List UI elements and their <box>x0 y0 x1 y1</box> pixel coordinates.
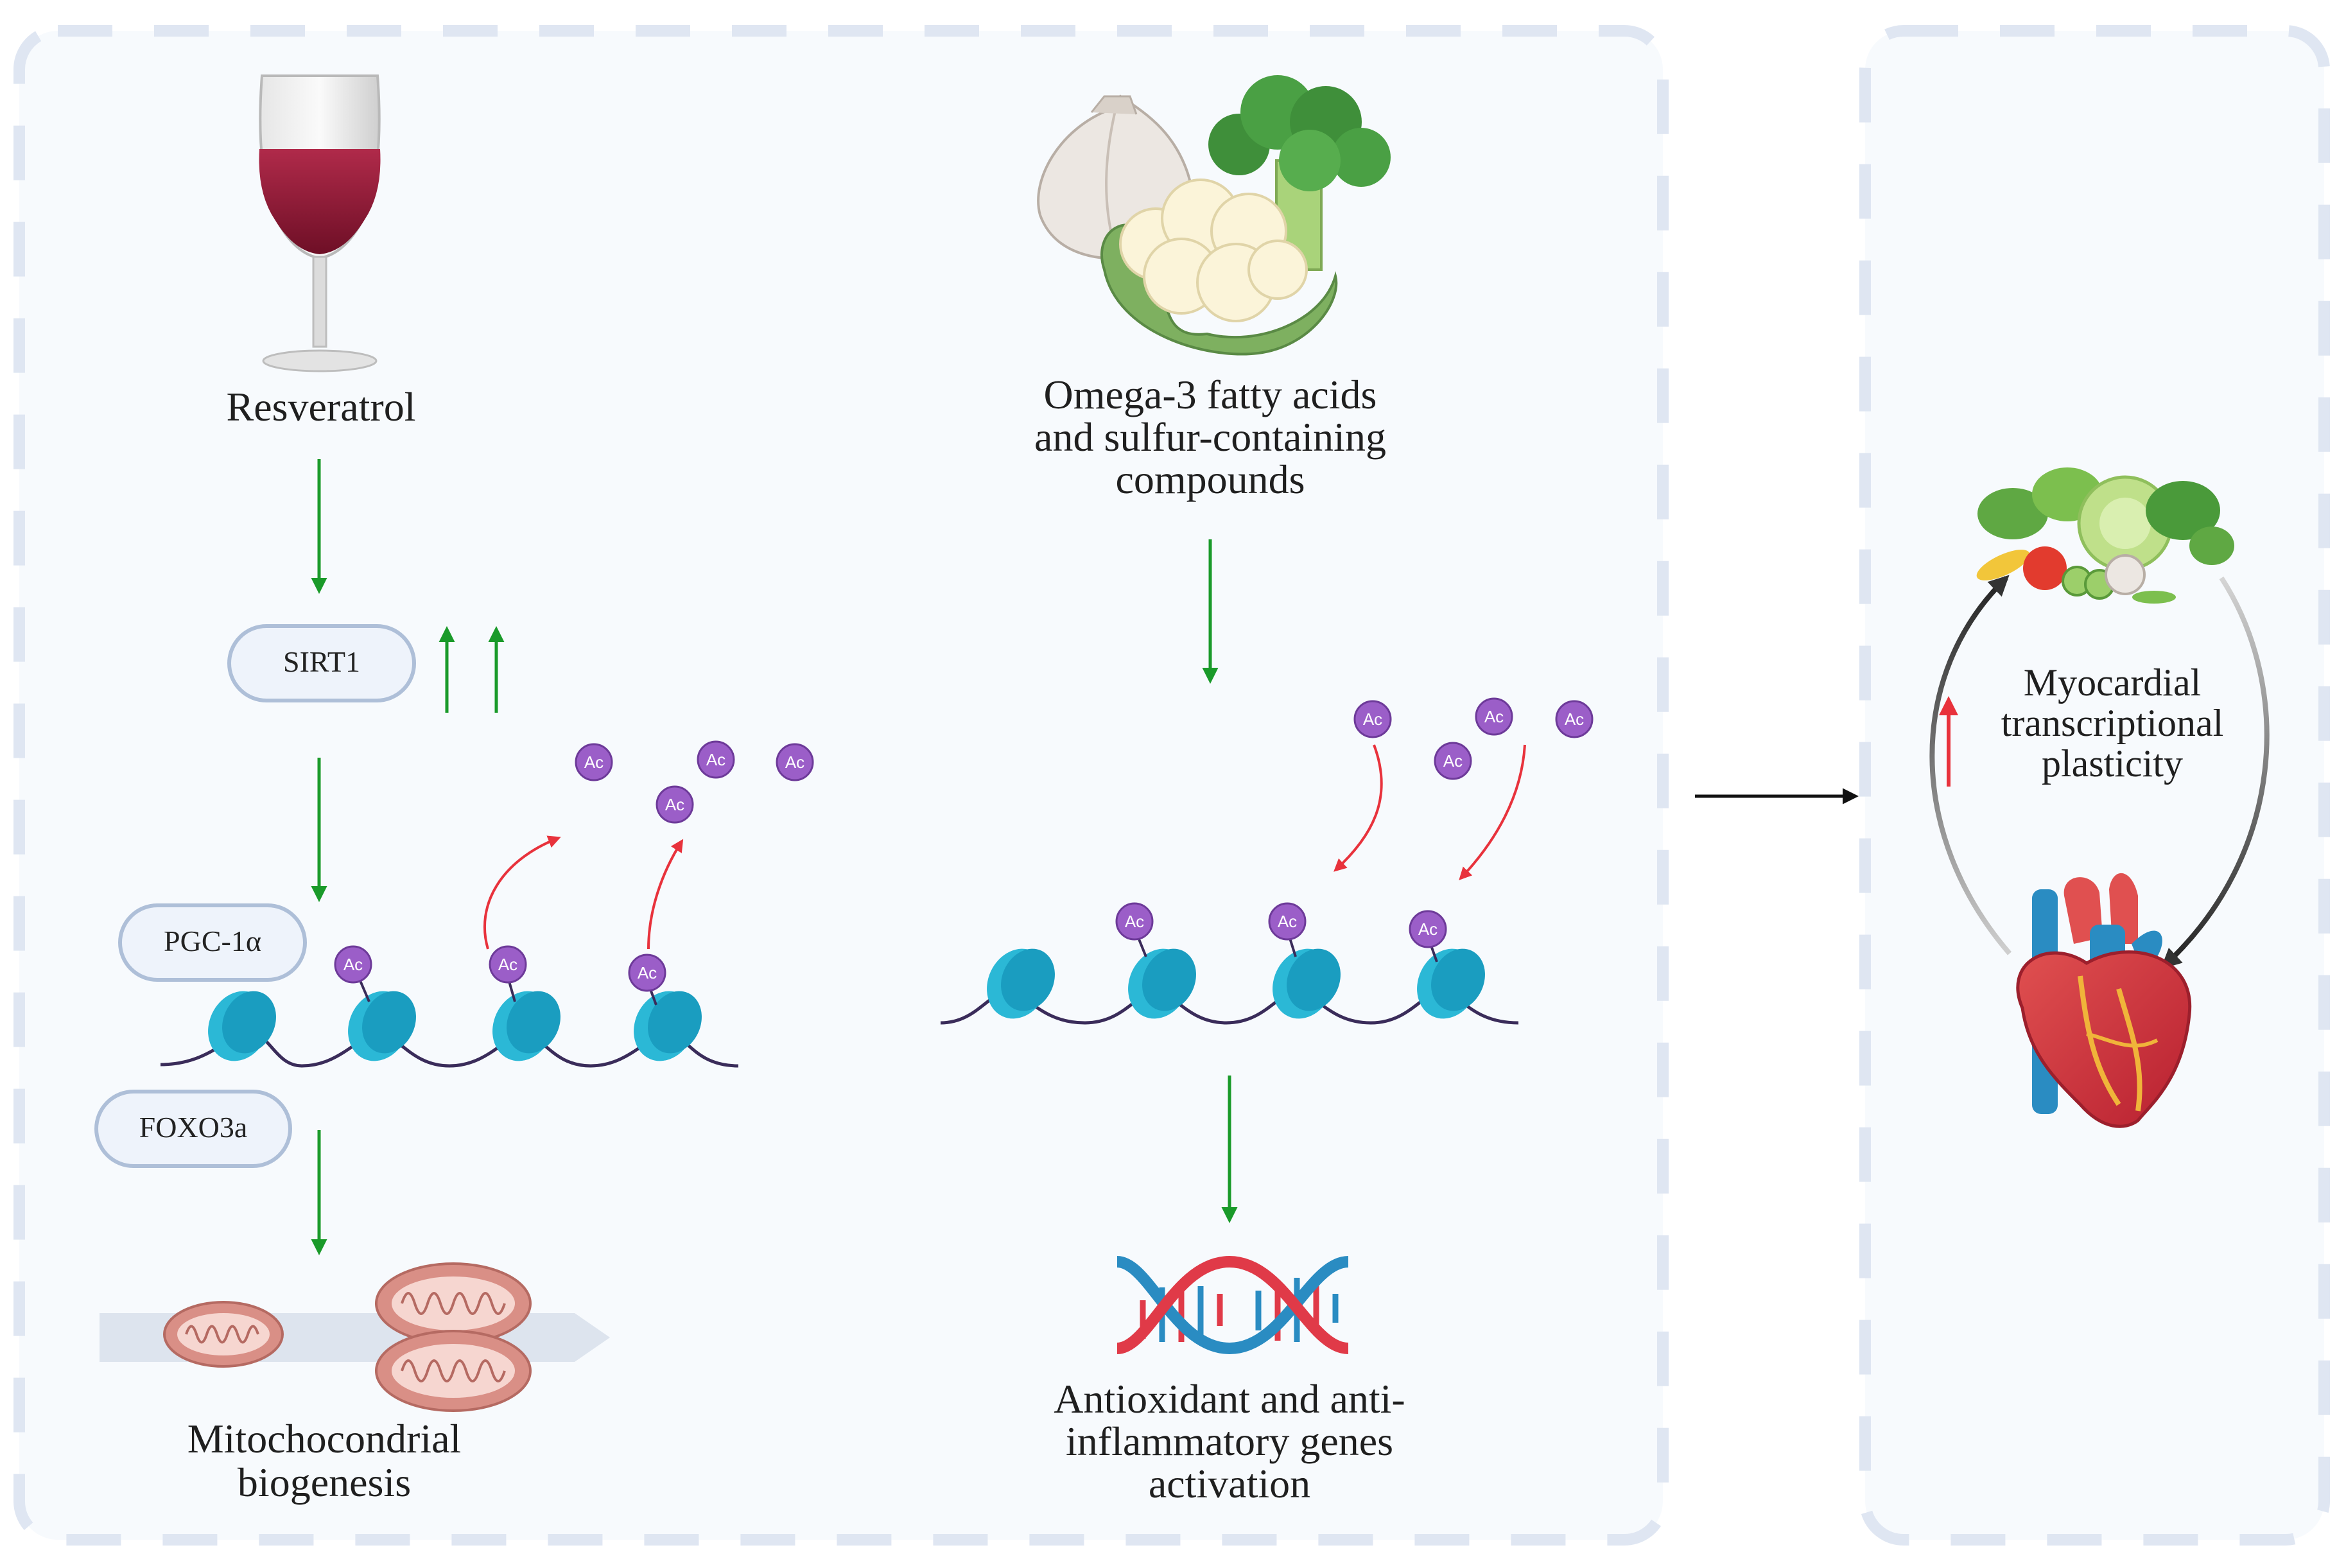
svg-text:Ac: Ac <box>498 955 517 974</box>
svg-text:Ac: Ac <box>638 963 657 982</box>
middle-nucleosome-2 <box>1128 948 1196 1019</box>
cycle-arrow-up <box>1929 575 2012 955</box>
resveratrol-label: Resveratrol <box>227 384 416 430</box>
free-acetyl-group: Ac <box>776 743 814 781</box>
vegetables-icon <box>1037 75 1391 356</box>
mitochondrion-icon <box>375 1330 532 1412</box>
svg-text:Ac: Ac <box>706 750 726 769</box>
pgc1a-label: PGC-1α <box>164 925 261 957</box>
free-acetyl-group: Ac <box>697 740 735 779</box>
free-acetyl-group: Ac <box>575 743 613 781</box>
myo-label-line2: transcriptional <box>2001 702 2224 744</box>
vegetables-bundle-icon <box>1976 467 2234 604</box>
heart-icon <box>2016 873 2192 1128</box>
mito-label-line2: biogenesis <box>238 1459 411 1505</box>
svg-text:Ac: Ac <box>785 753 804 772</box>
dna-helix-icon <box>1116 1255 1349 1355</box>
omega-label-line1: Omega-3 fatty acids <box>1044 372 1377 417</box>
acetylation-arrow-1 <box>1334 744 1383 872</box>
deacetylation-arrow-1 <box>483 835 561 950</box>
acetyl-group: Ac <box>334 945 372 984</box>
middle-nucleosome-4 <box>1417 948 1485 1019</box>
mitochondrion-icon <box>163 1301 284 1368</box>
left-nucleosome-4 <box>634 991 702 1061</box>
foxo3a-label: FOXO3a <box>139 1111 248 1144</box>
omega-label-line2: and sulfur-containing <box>1034 414 1386 460</box>
genes-label-line3: activation <box>1149 1461 1310 1506</box>
svg-text:Ac: Ac <box>1363 710 1382 729</box>
left-nucleosome-1 <box>208 991 276 1061</box>
deacetylation-arrow-2 <box>647 839 684 950</box>
myo-label-line1: Myocardial <box>2024 661 2202 704</box>
pgc1a-pill <box>118 903 307 982</box>
genes-label-line1: Antioxidant and anti- <box>1054 1376 1405 1422</box>
free-acetyl-group: Ac <box>1434 742 1472 780</box>
left-nucleosome-2 <box>348 991 416 1061</box>
free-acetyl-group: Ac <box>1555 700 1594 738</box>
cycle-arrow-down <box>2160 576 2270 970</box>
acetyl-group: Ac <box>489 945 527 984</box>
acetyl-group: Ac <box>1115 902 1154 941</box>
right-panel-frame <box>1859 25 2330 1546</box>
svg-text:Ac: Ac <box>1278 912 1297 931</box>
free-acetyl-group: Ac <box>1475 697 1513 736</box>
foxo3a-pill <box>94 1090 292 1168</box>
svg-text:Ac: Ac <box>1565 710 1584 729</box>
acetyl-stem <box>358 979 370 1002</box>
svg-text:Ac: Ac <box>584 753 604 772</box>
svg-text:Ac: Ac <box>665 795 684 814</box>
omega-label-line3: compounds <box>1115 457 1305 502</box>
svg-text:Ac: Ac <box>1418 919 1438 939</box>
sirt1-label: SIRT1 <box>283 645 360 678</box>
acetyl-group: Ac <box>628 954 666 992</box>
svg-text:Ac: Ac <box>1443 751 1463 771</box>
free-acetyl-group: Ac <box>656 785 694 824</box>
svg-text:Ac: Ac <box>1484 707 1504 726</box>
acetylation-arrow-2 <box>1459 744 1526 880</box>
sirt1-pill <box>227 624 416 702</box>
left-panel-frame <box>13 25 1669 1546</box>
svg-text:Ac: Ac <box>1125 912 1144 931</box>
myo-label-line3: plasticity <box>2042 742 2183 785</box>
svg-text:Ac: Ac <box>343 955 363 974</box>
wine-glass-icon <box>259 74 381 372</box>
acetyl-group: Ac <box>1409 910 1447 948</box>
middle-nucleosome-1 <box>987 948 1055 1019</box>
middle-nucleosome-3 <box>1273 948 1341 1019</box>
genes-label-line2: inflammatory genes <box>1066 1418 1393 1464</box>
mito-label-line1: Mitochocondrial <box>187 1416 462 1461</box>
acetyl-group: Ac <box>1268 902 1307 941</box>
mitochondrion-icon <box>375 1262 532 1345</box>
free-acetyl-group: Ac <box>1353 700 1392 738</box>
left-nucleosome-3 <box>492 991 560 1061</box>
